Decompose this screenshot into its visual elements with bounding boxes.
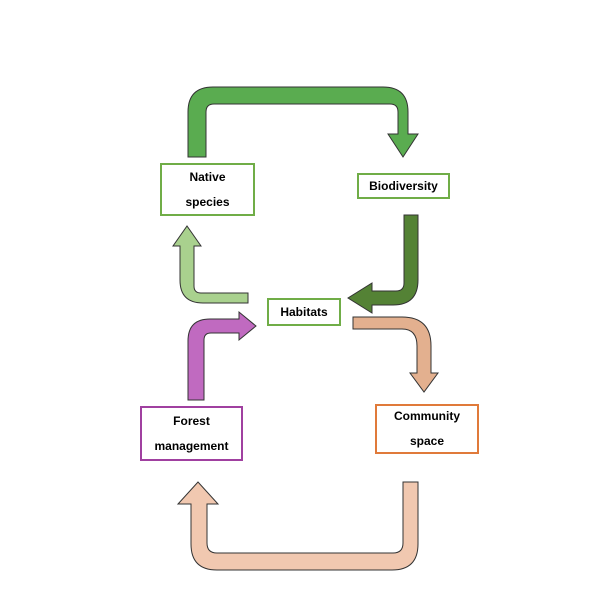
arrow-habitats-to-community [352, 316, 439, 393]
node-forest-management: Forest management [140, 406, 243, 461]
node-habitats-label: Habitats [280, 304, 328, 319]
node-native-species: Native species [160, 163, 255, 216]
node-community-space: Community space [375, 404, 479, 454]
arrow-habitats-to-native [172, 225, 249, 304]
node-habitats: Habitats [267, 298, 341, 326]
node-forest-management-label: Forest management [154, 413, 229, 453]
node-biodiversity-label: Biodiversity [369, 178, 438, 193]
arrow-community-to-forest [176, 481, 419, 571]
arrow-forest-to-habitats [187, 310, 257, 401]
arrow-biodiversity-to-habitats [347, 214, 419, 314]
node-community-space-label: Community space [394, 409, 460, 448]
node-native-species-label: Native species [185, 169, 230, 209]
arrow-native-to-biodiversity [187, 86, 419, 158]
node-biodiversity: Biodiversity [357, 173, 450, 199]
